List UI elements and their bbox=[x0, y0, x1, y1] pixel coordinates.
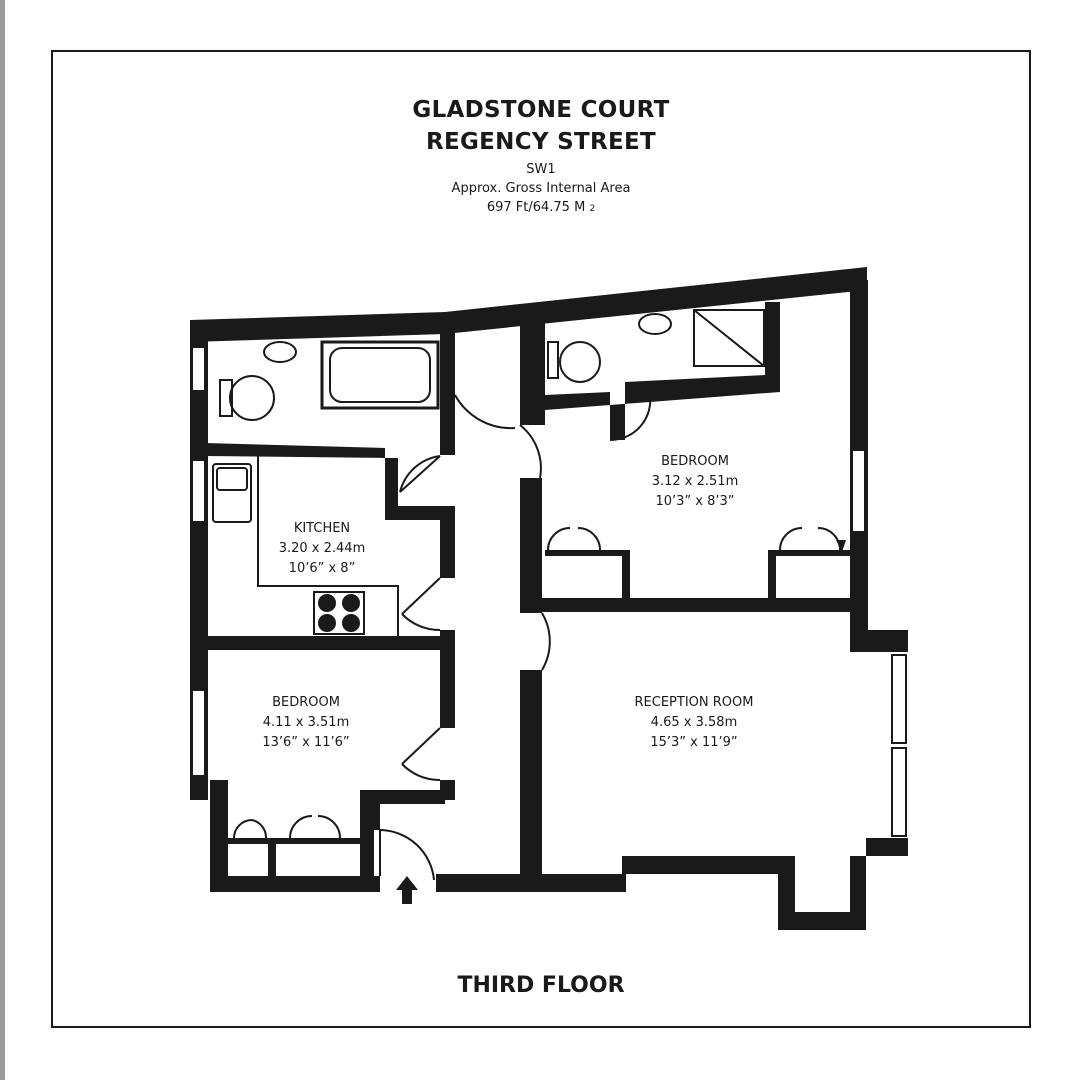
door-ensuite bbox=[609, 394, 652, 442]
room-bedroom-2-metric: 4.11 x 3.51m bbox=[262, 715, 350, 730]
hob-base bbox=[313, 591, 365, 635]
room-bedroom-2: BEDROOM 4.11 x 3.51m 13’6” x 11’6” bbox=[206, 693, 406, 753]
area-unit-superscript: 2 bbox=[589, 204, 596, 214]
door-reception bbox=[541, 612, 551, 671]
kitchen-sink-bowl bbox=[216, 467, 248, 491]
wardrobe-door-2 bbox=[779, 527, 841, 551]
room-kitchen-name: KITCHEN bbox=[293, 521, 351, 536]
windows bbox=[191, 346, 907, 837]
hob-ring-1 bbox=[318, 594, 336, 612]
wall-kitchen-east-a bbox=[440, 506, 455, 578]
window-bath1 bbox=[191, 346, 206, 392]
fixtures bbox=[212, 309, 765, 636]
walls bbox=[190, 267, 908, 930]
wardrobe-door-1 bbox=[547, 527, 601, 551]
wardrobe-partition-4 bbox=[768, 550, 776, 600]
window-reception-2 bbox=[891, 747, 907, 837]
window-kitchen bbox=[191, 459, 206, 523]
bathtub-inner bbox=[329, 347, 431, 403]
wall-bedroom1-reception bbox=[540, 598, 852, 612]
room-bedroom-1: BEDROOM 3.12 x 2.51m 10’3” x 8’3” bbox=[595, 452, 795, 512]
hob bbox=[313, 591, 365, 635]
basin-ensuite bbox=[638, 313, 672, 335]
room-reception-metric: 4.65 x 3.58m bbox=[650, 715, 738, 730]
door-bedroom2 bbox=[401, 727, 441, 782]
room-bedroom-2-name: BEDROOM bbox=[272, 695, 340, 710]
room-reception-imperial: 15’3” x 11’9” bbox=[650, 735, 738, 750]
door-corridor bbox=[454, 394, 516, 430]
wall-kitchen-bedroom2 bbox=[205, 636, 455, 650]
door-swings bbox=[233, 394, 841, 881]
basin-bath1 bbox=[263, 341, 297, 363]
street-name: REGENCY STREET bbox=[425, 129, 657, 155]
shower-tray bbox=[693, 309, 765, 367]
room-bedroom-1-name: BEDROOM bbox=[661, 454, 729, 469]
wall-ensuite bbox=[520, 302, 780, 440]
closet-divider-1 bbox=[228, 838, 368, 844]
plan-header: GLADSTONE COURT REGENCY STREET SW1 Appro… bbox=[51, 94, 1031, 219]
wall-south-mid bbox=[436, 874, 626, 892]
wardrobe-partition-1 bbox=[545, 550, 627, 556]
closet-divider-2 bbox=[268, 838, 276, 878]
wall-west bbox=[190, 322, 208, 800]
room-bedroom-1-metric: 3.12 x 2.51m bbox=[651, 474, 739, 489]
wall-reception-bay bbox=[622, 838, 908, 930]
window-bedroom1 bbox=[851, 449, 866, 533]
room-bedroom-1-imperial: 10’3” x 8’3” bbox=[655, 494, 735, 509]
room-kitchen-imperial: 10’6” x 8” bbox=[288, 561, 356, 576]
hob-ring-4 bbox=[342, 614, 360, 632]
wall-west-lower bbox=[210, 780, 228, 892]
hob-ring-3 bbox=[318, 614, 336, 632]
door-kitchen bbox=[401, 577, 441, 632]
wardrobe-marker bbox=[836, 540, 846, 552]
area-value-line: 697 Ft/64.75 M 2 bbox=[51, 198, 1031, 219]
door-entrance bbox=[379, 829, 435, 881]
wall-corridor-east-b bbox=[520, 670, 542, 876]
room-kitchen-metric: 3.20 x 2.44m bbox=[278, 541, 366, 556]
wardrobe-partition-2 bbox=[622, 550, 630, 600]
room-reception-name: RECEPTION ROOM bbox=[634, 695, 754, 710]
closet-door-1 bbox=[233, 819, 268, 839]
door-bath1 bbox=[399, 455, 441, 493]
toilet-cistern-ensuite bbox=[547, 341, 559, 379]
wall-corridor-east-a bbox=[520, 478, 542, 613]
kitchen-worktop bbox=[257, 456, 399, 636]
area-value: 697 Ft/64.75 M bbox=[486, 200, 586, 215]
wall-bedroom2-east bbox=[440, 648, 455, 728]
wall-east-step bbox=[850, 610, 908, 652]
area-label: Approx. Gross Internal Area bbox=[451, 181, 631, 196]
kitchen-sink bbox=[212, 463, 252, 523]
wall-bath-kitchen bbox=[205, 443, 440, 520]
wall-south-left bbox=[210, 876, 380, 892]
postcode: SW1 bbox=[526, 162, 556, 177]
wardrobe-partition-3 bbox=[768, 550, 850, 556]
entrance-arrow bbox=[396, 876, 418, 904]
closet-door-2 bbox=[289, 815, 341, 839]
bathtub bbox=[320, 340, 440, 410]
room-bedroom-2-imperial: 13’6” x 11’6” bbox=[262, 735, 350, 750]
wall-bath1-east bbox=[440, 330, 455, 455]
building-name: GLADSTONE COURT bbox=[412, 97, 670, 123]
plan-frame bbox=[51, 50, 1031, 1028]
window-bedroom2 bbox=[191, 689, 206, 777]
toilet-cistern-bath1 bbox=[219, 379, 233, 417]
window-reception-1 bbox=[891, 654, 907, 744]
wall-bedroom2-step bbox=[360, 790, 445, 892]
room-kitchen: KITCHEN 3.20 x 2.44m 10’6” x 8” bbox=[222, 519, 422, 579]
door-bedroom1 bbox=[519, 424, 542, 479]
room-reception: RECEPTION ROOM 4.65 x 3.58m 15’3” x 11’9… bbox=[594, 693, 794, 753]
left-edge-strip bbox=[0, 0, 5, 1080]
floor-label: THIRD FLOOR bbox=[457, 973, 625, 998]
wall-bedroom2-east-b bbox=[440, 780, 455, 800]
toilet-bowl-bath1 bbox=[229, 375, 275, 421]
wall-top-exterior bbox=[190, 267, 867, 342]
hob-ring-2 bbox=[342, 594, 360, 612]
toilet-bowl-ensuite bbox=[559, 341, 601, 383]
shower-diagonal bbox=[693, 309, 765, 367]
